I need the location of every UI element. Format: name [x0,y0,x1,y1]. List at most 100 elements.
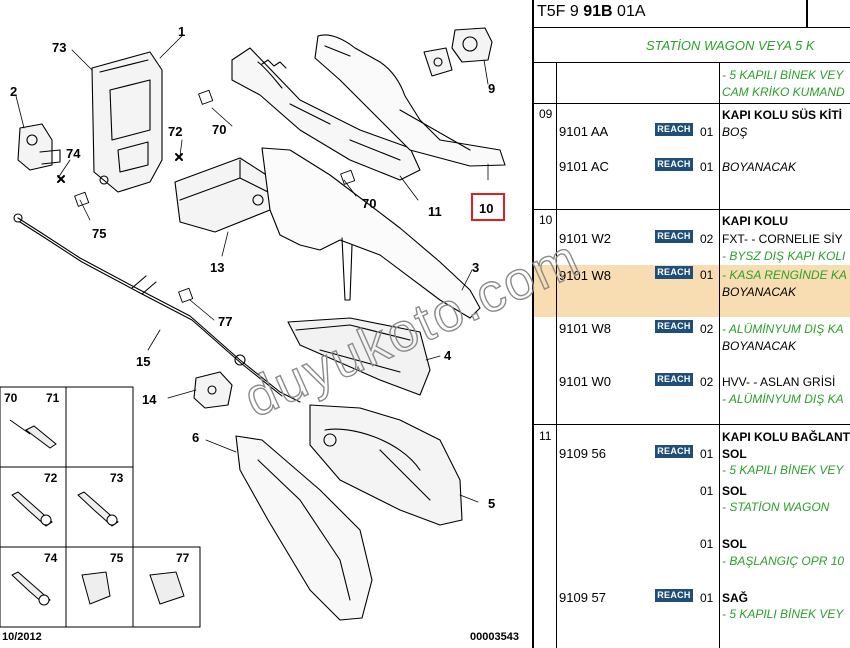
part-ref[interactable]: 9101 W0 [559,374,612,389]
parts-exploded-diagram: 73 1 2 74 72 70 70 11 9 75 13 3 77 15 4 … [0,24,519,643]
grid-label-77: 77 [176,551,190,565]
part-qty: 01 [700,537,714,551]
reach-badge: REACH [655,230,693,243]
footer-date: 10/2012 [2,631,42,643]
reach-badge: REACH [655,445,693,458]
header-divider [806,0,808,27]
reach-badge: REACH [655,320,693,333]
section-title: KAPI KOLU [722,214,788,228]
part-desc: - ALÜMİNYUM DIŞ KA [722,392,844,406]
reach-badge: REACH [655,589,693,602]
callout-11: 11 [428,204,442,219]
part-desc: HVV- - ASLAN GRİSİ [722,375,836,389]
part-desc: - 5 KAPILI BİNEK VEY [722,607,844,621]
row-divider [534,62,850,63]
part-desc: - STATİON WAGON [722,500,830,514]
part-motor-housing-shape [174,157,271,233]
part-ref[interactable]: 9109 57 [559,590,606,605]
callout-72: 72 [168,124,182,139]
continuation-line: CAM KRİKO KUMAND [722,85,845,99]
grid-label-73: 73 [110,471,124,485]
part-qty: 01 [700,125,714,139]
row-divider [534,103,850,104]
table-header: T5F 9 91B 01A [534,0,850,28]
part-desc: FXT- - CORNELIE SİY [722,232,843,246]
continuation-line: - 5 KAPILI BİNEK VEY [722,68,844,82]
section-title: KAPI KOLU BAĞLANT [722,430,850,444]
callout-15: 15 [136,354,150,369]
section-number: 11 [539,429,552,443]
part-escutcheon-shape [423,27,493,77]
callout-10-highlight [471,193,505,221]
callout-77: 77 [218,314,232,329]
part-desc: - BAŞLANGIÇ OPR 10 [722,554,845,568]
reach-badge: REACH [655,123,693,136]
reach-badge: REACH [655,266,693,279]
model-band: STATİON WAGON VEYA 5 K [534,27,850,62]
part-bezel-shape [235,435,373,621]
row-divider [534,424,850,425]
column-divider [719,62,720,648]
callout-13: 13 [210,260,224,275]
part-door-frame-shape [261,147,481,319]
section-number: 10 [539,213,553,227]
callout-70a: 70 [212,122,226,137]
catalog-code: T5F 9 91B 01A [537,3,646,20]
part-ref[interactable]: 9101 W2 [559,231,612,246]
part-desc: - BYSZ DIŞ KAPI KOLI [722,249,846,263]
callout-10[interactable]: 10 [479,201,493,216]
part-qty: 02 [700,375,714,389]
reach-badge: REACH [655,373,693,386]
part-qty: 01 [700,484,714,498]
part-ref[interactable]: 9101 AA [559,124,609,139]
column-divider [556,62,557,648]
part-desc: BOYANACAK [722,160,797,174]
part-lock-module-shape [91,51,163,193]
callout-74: 74 [66,146,81,161]
callout-3: 3 [472,260,479,275]
part-inner-housing-shape [287,317,431,396]
callout-14: 14 [142,392,157,407]
part-desc: SOL [722,537,747,551]
part-desc: BOYANACAK [722,339,797,353]
part-ref[interactable]: 9101 W8 [559,268,612,283]
part-desc: SOL [722,484,747,498]
part-handle-arm-shape [231,47,421,181]
vertical-separator [532,0,534,648]
callout-73: 73 [52,40,66,55]
part-qty: 02 [700,232,714,246]
leader-lines [15,35,489,503]
callout-2: 2 [10,84,17,99]
grid-label-71: 71 [46,391,60,405]
callout-4: 4 [444,348,452,363]
part-ref[interactable]: 9109 56 [559,446,606,461]
grid-label-70: 70 [4,391,18,405]
part-desc: - ALÜMİNYUM DIŞ KA [722,322,844,336]
part-inner-handle-shape [309,404,463,526]
section-title: KAPI KOLU SÜS KİTİ [722,108,843,122]
part-desc: - KASA RENGİNDE KA [722,268,847,282]
callout-9: 9 [488,81,495,96]
grid-label-72: 72 [44,471,58,485]
part-qty: 01 [700,268,714,282]
part-desc: - 5 KAPILI BİNEK VEY [722,463,844,477]
part-desc: BOŞ [722,125,748,139]
part-qty: 02 [700,322,714,336]
callout-1: 1 [178,24,185,39]
part-qty: 01 [700,160,714,174]
part-desc: SAĞ [722,591,749,605]
section-number: 09 [539,107,553,121]
part-ref[interactable]: 9101 AC [559,159,609,174]
grid-label-75: 75 [110,551,124,565]
part-ref[interactable]: 9101 W8 [559,321,612,336]
part-desc: BOYANACAK [722,285,797,299]
note-markers [74,89,356,303]
callout-5: 5 [488,496,495,511]
part-qty: 01 [700,591,714,605]
footer-ref: 00003543 [470,631,519,643]
part-qty: 01 [700,447,714,461]
part-bracket-shape [17,123,61,171]
part-cable-shape [13,213,301,403]
callout-70b: 70 [362,196,376,211]
grid-label-74: 74 [44,551,58,565]
